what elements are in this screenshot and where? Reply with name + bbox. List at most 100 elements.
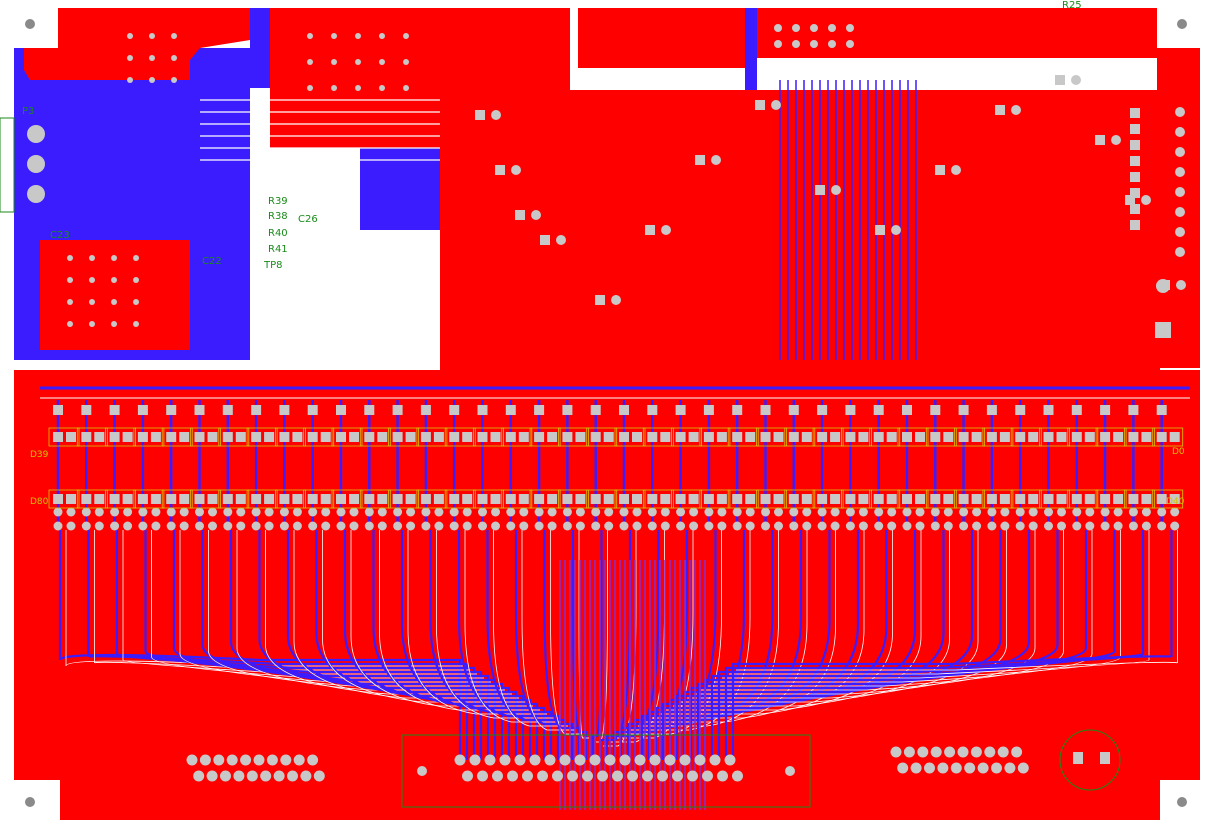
led-pad (1015, 432, 1026, 442)
led-silk-outline (841, 427, 872, 447)
led-column (218, 400, 250, 531)
led-pad (971, 494, 982, 504)
led-column (501, 400, 533, 531)
led-column (1124, 400, 1155, 531)
connector-pin (186, 754, 198, 766)
led-via (1085, 507, 1095, 517)
led-pad (999, 432, 1010, 442)
led-pad-top (845, 405, 856, 415)
led-pad (420, 494, 431, 504)
led-pad (817, 494, 828, 504)
led-via (223, 521, 233, 531)
connector-pin (300, 770, 312, 782)
component-pad-round (831, 185, 841, 195)
led-pad (1141, 432, 1152, 442)
led-pad (94, 432, 105, 442)
led-pad-top (930, 405, 941, 415)
via (111, 299, 117, 305)
label-c26: C26 (298, 214, 318, 225)
led-silk-outline (1010, 489, 1042, 509)
label-r41: R41 (268, 244, 288, 255)
connector-pin (597, 770, 608, 782)
led-silk-outline (982, 427, 1014, 447)
led-column (303, 400, 335, 531)
led-pad (915, 494, 925, 504)
led-via (547, 507, 557, 517)
top-header-pin (828, 24, 836, 32)
led-silk-outline (1039, 427, 1070, 447)
via (379, 59, 385, 65)
led-pad-top (986, 405, 997, 415)
led-silk-outline (1067, 427, 1099, 447)
label-c23: C23 (50, 230, 70, 241)
led-via (632, 521, 642, 531)
bus-trace (675, 530, 945, 760)
component-pad-round (771, 100, 781, 110)
led-pad-top (53, 405, 63, 415)
led-pad (307, 494, 318, 504)
connector-pin (544, 754, 556, 766)
component-pad-round (1071, 75, 1081, 85)
led-column (76, 400, 108, 531)
connector-pin (1011, 746, 1023, 758)
via (67, 299, 73, 305)
led-pad (377, 494, 388, 504)
led-pad (915, 432, 925, 442)
led-via (987, 507, 997, 517)
header-pad (1130, 220, 1140, 230)
led-pad-top (760, 405, 771, 415)
led-pad (137, 432, 148, 442)
led-via (166, 507, 176, 517)
led-pad-top (420, 405, 431, 415)
led-pad (1100, 494, 1111, 504)
via (379, 33, 385, 39)
led-pad (122, 432, 133, 442)
led-column (190, 400, 221, 531)
led-pad-top (81, 405, 92, 415)
led-via (308, 521, 318, 531)
connector-pin (664, 754, 676, 766)
led-pad-top (534, 405, 545, 415)
via (171, 55, 177, 61)
led-via (604, 507, 614, 517)
led-pad (1043, 432, 1054, 442)
led-silk-outline (841, 489, 872, 509)
led-pad (405, 432, 416, 442)
connector-pin (997, 746, 1009, 758)
led-silk-outline (812, 489, 844, 509)
led-via (660, 521, 670, 531)
led-silk-outline (359, 489, 391, 509)
led-silk-outline (133, 489, 165, 509)
led-silk-outline (586, 489, 618, 509)
via (403, 85, 409, 91)
component-pad (595, 295, 605, 305)
connector-pin (657, 770, 668, 782)
led-pad (886, 494, 897, 504)
led-via (858, 521, 868, 531)
bus-trace (605, 530, 660, 760)
led-column (473, 400, 504, 531)
bus-trace-outline (464, 530, 561, 723)
connector-pin (287, 770, 298, 782)
led-pad (647, 432, 658, 442)
header-pad (1130, 124, 1140, 134)
led-pad (1169, 494, 1180, 504)
led-column (1067, 400, 1099, 531)
led-pad (490, 432, 501, 442)
led-via (349, 521, 359, 531)
led-pad (207, 494, 218, 504)
led-silk-outline (246, 489, 278, 509)
led-pad (930, 494, 941, 504)
via-grid-left-block (67, 255, 139, 327)
connector-pin (964, 762, 976, 774)
label-r38: R38 (268, 211, 288, 222)
component-pad (755, 100, 765, 110)
connector-pin (233, 770, 245, 782)
label-d40: D40 (1166, 497, 1185, 507)
led-via (138, 521, 148, 531)
connector-pin (977, 762, 989, 774)
label-r25: R25 (1062, 0, 1082, 11)
led-pad (745, 432, 756, 442)
bottom-pour-mid (360, 140, 455, 230)
led-via (534, 507, 544, 517)
